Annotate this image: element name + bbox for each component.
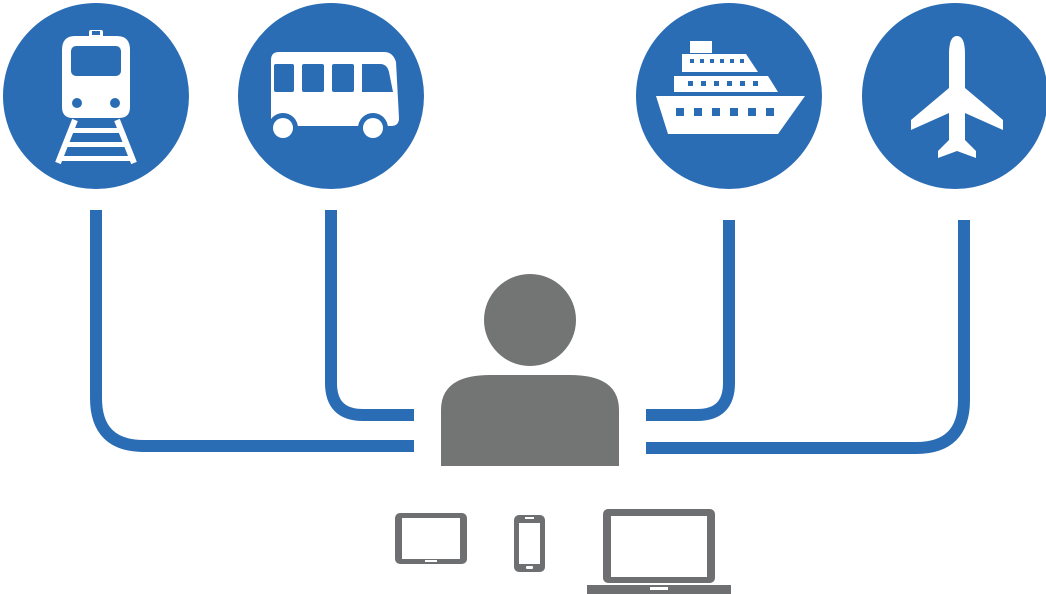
devices — [395, 509, 731, 594]
person-icon — [441, 274, 619, 466]
connector-airplane — [646, 220, 970, 454]
ship-icon — [656, 41, 805, 134]
connector-ship — [646, 220, 735, 421]
airplane-icon — [911, 36, 1003, 158]
connector-train — [90, 210, 414, 452]
bus-icon — [268, 52, 399, 143]
ship-node — [636, 3, 822, 189]
train-icon — [55, 30, 137, 165]
smartphone-icon — [514, 515, 545, 572]
tablet-icon — [395, 513, 467, 564]
train-node — [3, 3, 189, 189]
connector-bus — [325, 210, 414, 421]
airplane-node — [862, 3, 1046, 189]
connector-lines — [90, 210, 970, 454]
laptop-icon — [587, 509, 731, 594]
bus-node — [238, 3, 424, 189]
